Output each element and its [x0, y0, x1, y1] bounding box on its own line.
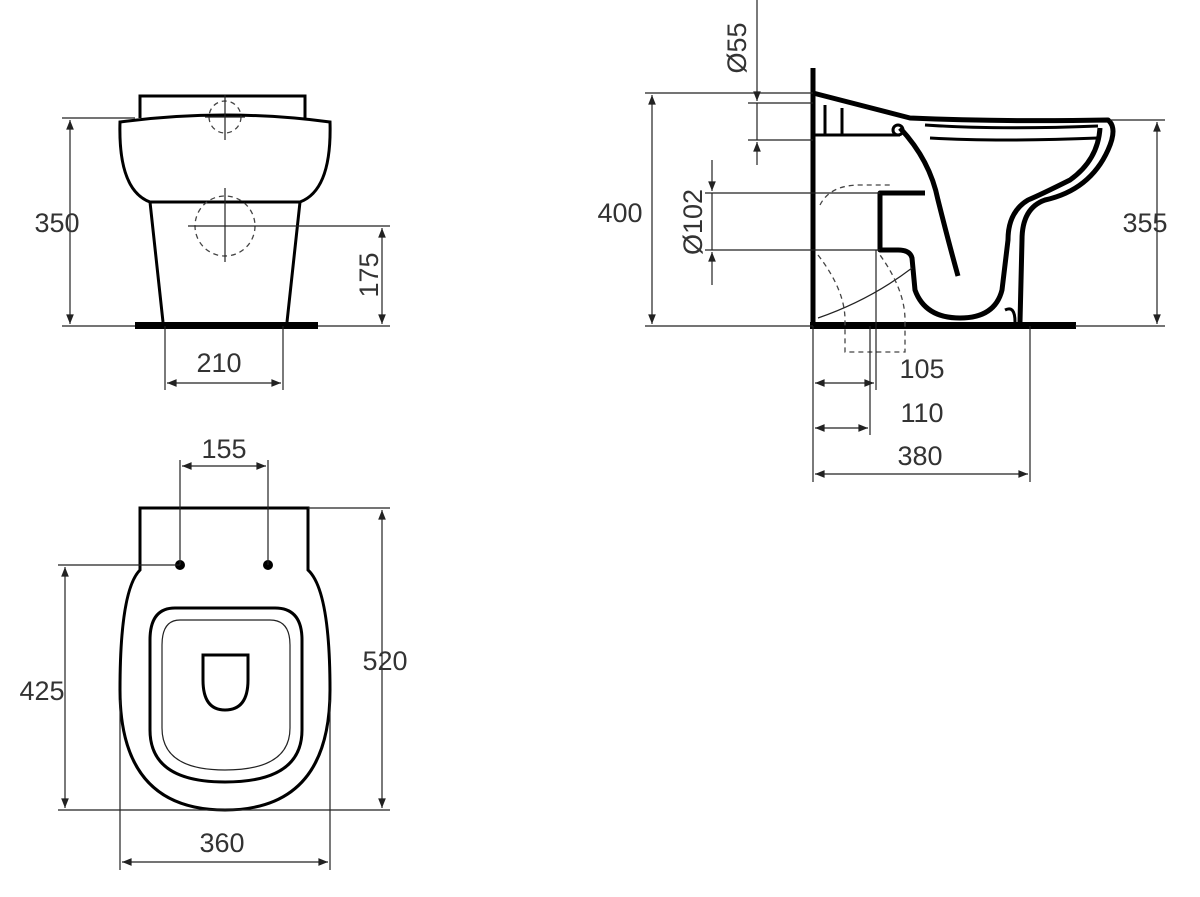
bowl-front — [118, 113, 332, 204]
seat-opening — [148, 606, 304, 784]
floor-plate — [810, 322, 1076, 329]
dimension-inlet-diameter: Ø55 — [722, 22, 752, 73]
dimension-350: 350 — [34, 208, 79, 238]
dimension-380: 380 — [897, 441, 942, 471]
bowl-outer-profile — [812, 90, 1116, 323]
dimension-360: 360 — [199, 828, 244, 858]
dimension-175: 175 — [354, 252, 384, 297]
dimension-210: 210 — [196, 348, 241, 378]
pedestal — [148, 201, 302, 323]
base-plate — [135, 322, 318, 329]
cistern-top — [138, 94, 307, 118]
waterway-opening — [201, 653, 250, 712]
top-view: 155 520 425 360 — [19, 434, 408, 870]
front-view: 350 175 210 — [34, 94, 390, 390]
dimension-105: 105 — [899, 354, 944, 384]
dimension-110: 110 — [900, 398, 943, 428]
dimension-400: 400 — [597, 198, 642, 228]
trap-inner — [898, 126, 961, 277]
side-view: Ø55 400 Ø102 355 105 110 380 — [597, 0, 1168, 482]
dimension-outlet-diameter: Ø102 — [678, 189, 708, 255]
dimension-355: 355 — [1122, 208, 1167, 238]
dimension-520: 520 — [362, 646, 407, 676]
dimension-155: 155 — [201, 434, 246, 464]
seat-profile — [924, 123, 1099, 142]
dimension-425: 425 — [19, 676, 64, 706]
